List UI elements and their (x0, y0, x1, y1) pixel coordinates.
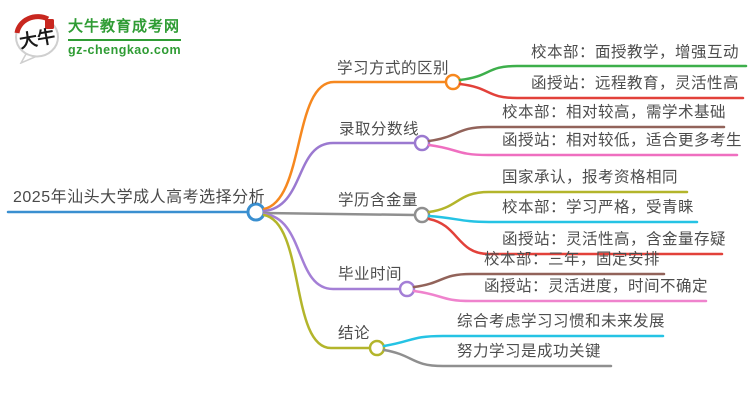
branch-node-circle (368, 339, 386, 357)
mindmap-leaf-label: 函授站：灵活性高，含金量存疑 (502, 231, 727, 248)
leaf-connector (412, 289, 708, 303)
logo-text: 大牛教育成考网 gz-chengkao.com (68, 12, 182, 57)
mindmap-leaf-label: 校本部：相对较高，需学术基础 (502, 104, 727, 121)
site-domain: gz-chengkao.com (68, 43, 182, 57)
branch-connector (262, 141, 417, 213)
leaf-connector (427, 125, 726, 143)
logo-icon: 大牛 (14, 14, 59, 64)
logo-divider (68, 39, 182, 41)
leaf-connector (427, 190, 689, 214)
mindmap-leaf-label: 校本部：面授教学，增强互动 (531, 44, 740, 61)
mindmap-branch-label: 学历含金量 (338, 192, 419, 209)
mindmap-leaf-label: 校本部：学习严格，受青睐 (502, 199, 695, 216)
site-name: 大牛教育成考网 (68, 18, 181, 35)
mindmap-branch-label: 学习方式的区别 (337, 60, 450, 77)
logo-seal (45, 19, 54, 29)
mindmap-leaf-label: 综合考虑学习习惯和未来发展 (457, 313, 666, 330)
mindmap-leaf-label: 校本部：三年，固定安排 (484, 251, 661, 268)
branch-connector (262, 211, 417, 217)
branch-connector (262, 80, 448, 211)
site-logo: 大牛 大牛教育成考网 gz-chengkao.com (12, 12, 182, 64)
leaf-connector (427, 143, 739, 157)
leaf-connector (427, 214, 699, 224)
branch-node-circle (444, 73, 462, 91)
leaf-connector (382, 334, 665, 348)
mindmap-leaf-label: 函授站：灵活进度，时间不确定 (484, 278, 709, 295)
leaf-connector (458, 64, 748, 82)
mindmap-leaf-label: 函授站：相对较低，适合更多考生 (502, 132, 743, 149)
mindmap-branch-label: 录取分数线 (339, 121, 420, 138)
leaf-connector (412, 272, 666, 289)
mindmap-branch-label: 毕业时间 (338, 266, 403, 283)
mindmap-root-label: 2025年汕头大学成人高考选择分析 (13, 189, 266, 206)
leaf-connector (458, 82, 745, 100)
branch-node-circle (398, 280, 416, 298)
mindmap-leaf-label: 国家承认，报考资格相同 (502, 169, 679, 186)
branch-connector (262, 212, 402, 291)
mindmap-branch-label: 结论 (338, 325, 371, 342)
mindmap-leaf-label: 努力学习是成功关键 (457, 343, 602, 360)
branch-node-circle (413, 134, 431, 152)
leaf-connector (427, 217, 724, 256)
logo-bubble-tail (19, 53, 38, 64)
leaf-connector (382, 348, 613, 368)
logo-red-arc (14, 14, 50, 34)
branch-connector (262, 213, 372, 350)
mindmap-leaf-label: 函授站：远程教育，灵活性高 (531, 75, 740, 92)
